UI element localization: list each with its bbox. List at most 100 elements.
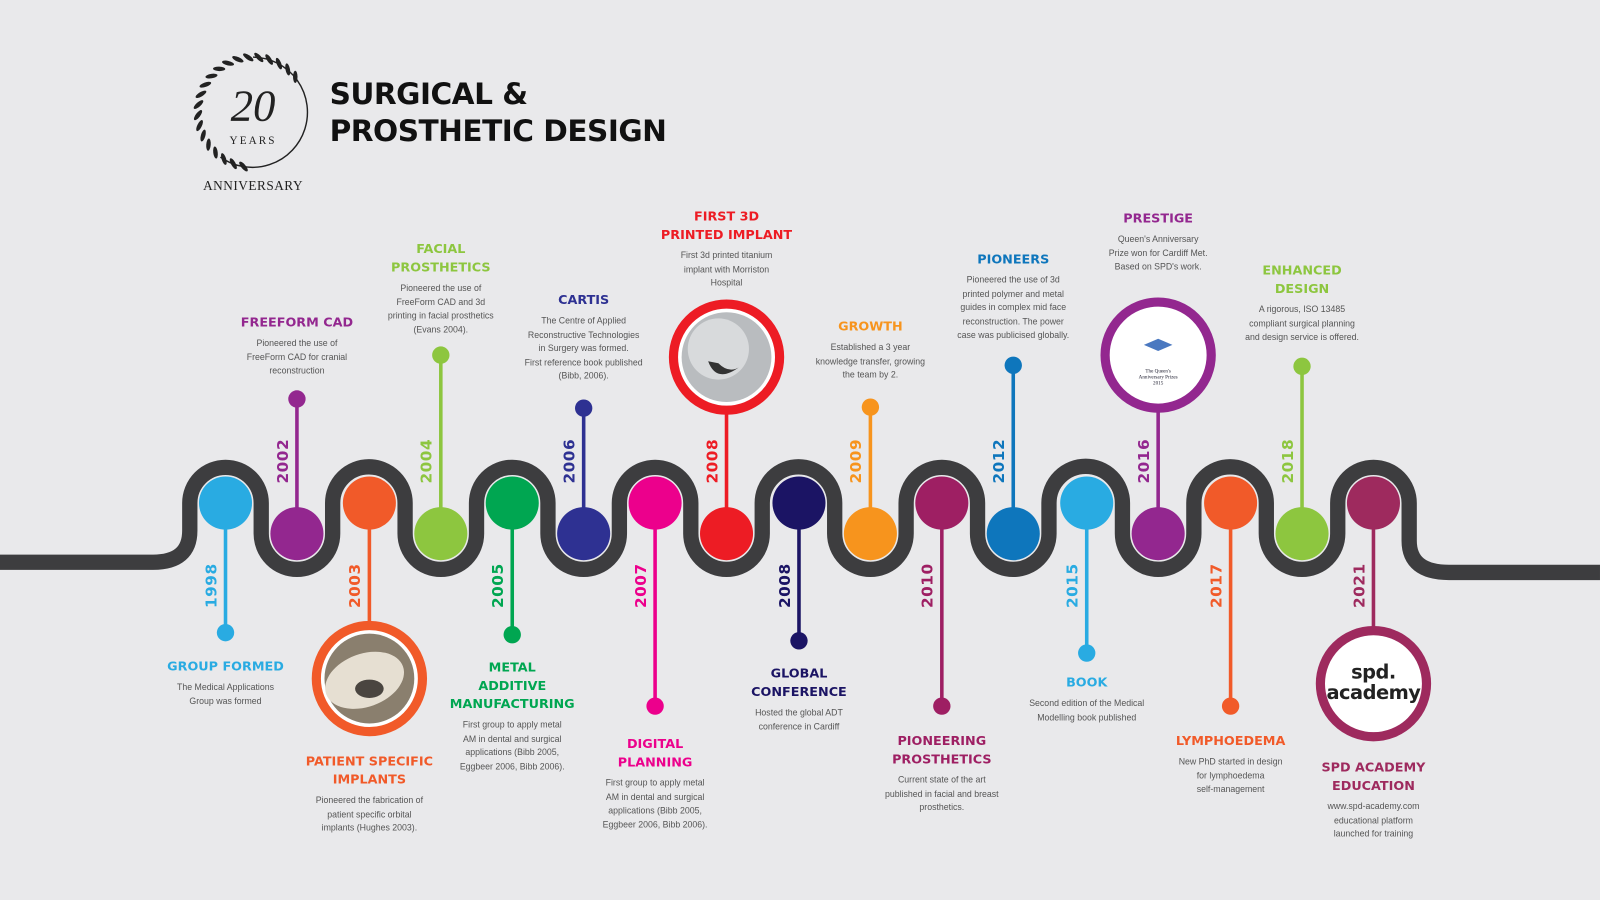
year-label: 2016 <box>1134 438 1154 484</box>
photo-image <box>1328 638 1419 729</box>
event-description: A rigorous, ISO 13485 compliant surgical… <box>1245 304 1359 342</box>
milestone-dot <box>843 507 897 561</box>
event-title: SPD ACADEMY EDUCATION <box>1321 759 1426 793</box>
event-title: FIRST 3D PRINTED IMPLANT <box>660 208 793 242</box>
milestone-dot <box>1346 476 1400 530</box>
road-path <box>0 458 1600 581</box>
logo-number: 20 <box>230 80 276 131</box>
event-title: LYMPHOEDEMA <box>1175 732 1286 748</box>
year-label: 2017 <box>1207 563 1226 609</box>
milestone-dot <box>915 476 969 530</box>
milestone-dot <box>1060 476 1114 530</box>
event-description: First group to apply metal AM in dental … <box>459 719 565 771</box>
milestone-dot <box>628 476 682 530</box>
pin-head <box>1221 697 1240 715</box>
page-title: SURGICAL & PROSTHETIC DESIGN <box>330 76 667 149</box>
event-title: BOOK <box>1066 674 1108 690</box>
year-label: 2003 <box>345 563 365 609</box>
event-card: GROUP FORMED The Medical Applications Gro… <box>139 657 312 708</box>
event-card: PIONEERING PROSTHETICS Current state of t… <box>855 732 1028 815</box>
year-label: 2010 <box>918 563 937 609</box>
year-label: 2004 <box>417 438 436 484</box>
milestone-dot <box>414 507 468 561</box>
event-title: PATIENT SPECIFIC IMPLANTS <box>305 753 433 787</box>
event-description: The Medical Applications Group was forme… <box>177 681 275 706</box>
queens-prize-logo-text: The Queen's Anniversary Prizes 2015 <box>1138 369 1178 387</box>
logo-years: YEARS <box>229 134 277 147</box>
milestone-dot <box>1131 507 1185 561</box>
event-title: FACIAL PROSTHETICS <box>391 240 491 275</box>
event-card: BOOK Second edition of the Medical Modell… <box>1000 673 1173 724</box>
milestone-dot <box>1204 476 1258 530</box>
event-card: CARTIS The Centre of Applied Reconstructi… <box>497 291 670 383</box>
event-title: DIGITAL PLANNING <box>617 735 693 770</box>
photo-highlight <box>687 318 749 380</box>
year-label: 2018 <box>1278 438 1297 484</box>
event-description: Pioneered the use of 3d printed polymer … <box>957 274 1070 340</box>
event-description: Pioneered the fabrication of patient spe… <box>315 794 424 833</box>
pin-head <box>646 697 664 715</box>
event-card: FACIAL PROSTHETICS Pioneered the use of F… <box>354 240 527 337</box>
pin-head <box>288 390 306 408</box>
event-description: Established a 3 year knowledge transfer,… <box>815 341 925 380</box>
pin-head <box>1078 644 1096 662</box>
anniversary-logo: 20 YEARS ANNIVERSARY <box>190 49 317 202</box>
event-title: PIONEERING PROSTHETICS <box>892 732 992 767</box>
pin-head <box>216 623 235 642</box>
event-description: www.spd-academy.com educational platform… <box>1327 801 1420 839</box>
year-label: 2006 <box>560 438 579 484</box>
event-card: PIONEERS Pioneered the use of 3d printed … <box>927 250 1100 342</box>
year-label: 2008 <box>775 563 794 609</box>
pin-head <box>790 632 808 650</box>
event-description: Pioneered the use of FreeForm CAD and 3d… <box>387 282 494 335</box>
year-label: 2008 <box>703 438 722 484</box>
event-card: FIRST 3D PRINTED IMPLANT First 3d printed… <box>640 207 813 290</box>
milestone-dot <box>270 507 324 561</box>
event-title: PIONEERS <box>977 251 1050 267</box>
event-title: PRESTIGE <box>1123 210 1194 226</box>
event-description: The Centre of Applied Reconstructive Tec… <box>524 315 643 381</box>
milestone-dot <box>342 476 396 530</box>
laurel-wreath-icon <box>193 52 309 172</box>
pin-head <box>933 697 951 715</box>
pin-head <box>432 346 450 364</box>
pin-head <box>1293 357 1311 375</box>
event-description: New PhD started in design for lymphoedem… <box>1178 756 1283 794</box>
year-label: 2021 <box>1349 563 1369 609</box>
year-label: 1998 <box>202 563 221 609</box>
event-description: First 3d printed titanium implant with M… <box>680 249 773 288</box>
pin-head <box>503 626 521 644</box>
milestone-dot <box>772 476 826 530</box>
event-title: GLOBAL CONFERENCE <box>751 665 847 699</box>
year-label: 2007 <box>631 563 650 609</box>
spd-academy-logo: spd. academy <box>1326 661 1421 705</box>
milestone-dot <box>1275 507 1329 561</box>
event-card: DIGITAL PLANNING First group to apply met… <box>568 735 741 832</box>
milestone-dot <box>699 507 754 561</box>
pin-head <box>861 398 880 416</box>
pin-head <box>1004 356 1022 374</box>
milestone-dot <box>198 476 253 530</box>
event-card: PATIENT SPECIFIC IMPLANTS Pioneered the f… <box>283 752 456 835</box>
title-line-1: SURGICAL & <box>329 76 528 112</box>
title-line-2: PROSTHETIC DESIGN <box>329 113 667 148</box>
event-description: First group to apply metal AM in dental … <box>602 777 708 830</box>
implant-shape <box>355 679 384 698</box>
year-label: 2002 <box>273 438 292 484</box>
event-description: Second edition of the Medical Modelling … <box>1029 697 1145 722</box>
event-description: Hosted the global ADT conference in Card… <box>755 707 843 732</box>
queens-prize-emblem-icon <box>1143 338 1173 352</box>
event-card: LYMPHOEDEMA New PhD started in design for… <box>1144 732 1317 797</box>
event-title: GROUP FORMED <box>167 658 284 674</box>
event-card: GLOBAL CONFERENCE Hosted the global ADT c… <box>712 664 885 733</box>
year-label: 2012 <box>989 438 1009 484</box>
titanium-implant-shape <box>708 361 739 375</box>
event-title: CARTIS <box>558 291 610 308</box>
event-description: Current state of the art published in fa… <box>885 774 999 813</box>
